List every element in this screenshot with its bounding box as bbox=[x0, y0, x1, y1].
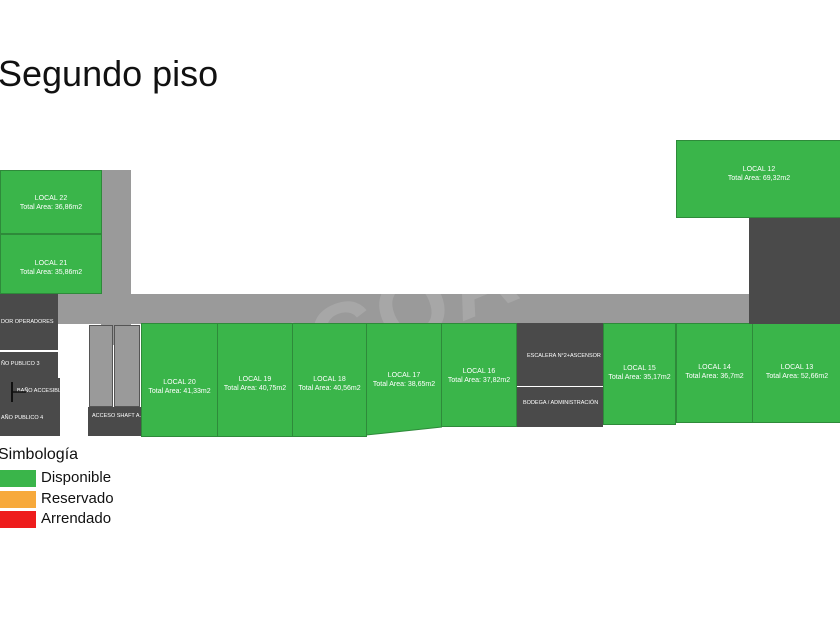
local-14[interactable]: LOCAL 14 Total Area: 36,7m2 bbox=[676, 323, 753, 423]
local-20-area: Total Area: 41,33m2 bbox=[148, 388, 211, 395]
room-right-core bbox=[749, 218, 840, 324]
room-accesible-2-label: BAÑO ACCESIBLE 2 bbox=[17, 388, 70, 394]
room-operadores: DOR OPERADORES bbox=[0, 294, 58, 350]
local-15-name: LOCAL 15 bbox=[623, 365, 656, 372]
legend-swatch-reservado bbox=[0, 491, 36, 508]
local-17-area: Total Area: 38,65m2 bbox=[372, 381, 436, 388]
local-20-name: LOCAL 20 bbox=[163, 379, 196, 386]
room-escalera-label: ESCALERA N°2+ASCENSOR bbox=[527, 353, 601, 359]
local-22[interactable]: LOCAL 22 Total Area: 36,86m2 bbox=[0, 170, 102, 234]
legend-label-disponible: Disponible bbox=[41, 469, 112, 486]
room-shaft-label: ACCESO SHAFT A.P. bbox=[92, 413, 146, 419]
local-12-name: LOCAL 12 bbox=[742, 166, 776, 173]
legend-swatch-arrendado bbox=[0, 511, 36, 528]
room-publico-4-label: AÑO PUBLICO 4 bbox=[1, 415, 44, 421]
local-12-area: Total Area: 69,32m2 bbox=[727, 175, 791, 182]
local-17[interactable] bbox=[366, 323, 442, 437]
stair-symbol-icon bbox=[11, 382, 26, 402]
local-18[interactable]: LOCAL 18 Total Area: 40,56m2 bbox=[292, 323, 367, 437]
local-15-area: Total Area: 35,17m2 bbox=[608, 374, 671, 381]
local-19-area: Total Area: 40,75m2 bbox=[223, 385, 287, 392]
room-accesible-2: BAÑO ACCESIBLE 2 bbox=[0, 378, 69, 404]
local-14-name: LOCAL 14 bbox=[698, 364, 731, 371]
local-18-area: Total Area: 40,56m2 bbox=[298, 385, 361, 392]
local-22-name: LOCAL 22 bbox=[34, 195, 68, 202]
local-21-name: LOCAL 21 bbox=[34, 260, 68, 267]
local-16-area: Total Area: 37,82m2 bbox=[447, 377, 511, 384]
local-18-name: LOCAL 18 bbox=[313, 376, 346, 383]
local-19-name: LOCAL 19 bbox=[238, 376, 272, 383]
legend-title: Simbología bbox=[0, 446, 79, 463]
shaft-col-a bbox=[89, 325, 113, 407]
local-16[interactable]: LOCAL 16 Total Area: 37,82m2 bbox=[441, 323, 517, 427]
local-16-name: LOCAL 16 bbox=[462, 368, 496, 375]
room-bodega: BODEGA / ADMINISTRACIÓN bbox=[517, 387, 603, 427]
local-15[interactable]: LOCAL 15 Total Area: 35,17m2 bbox=[603, 323, 676, 425]
local-21-area: Total Area: 35,86m2 bbox=[19, 269, 83, 276]
legend-swatch-disponible bbox=[0, 470, 36, 487]
room-escalera: ESCALERA N°2+ASCENSOR bbox=[517, 323, 603, 386]
page-title: Segundo piso bbox=[0, 53, 219, 94]
room-bodega-label: BODEGA / ADMINISTRACIÓN bbox=[523, 400, 599, 406]
room-shaft: ACCESO SHAFT A.P. bbox=[88, 407, 146, 436]
local-19[interactable]: LOCAL 19 Total Area: 40,75m2 bbox=[217, 323, 293, 437]
legend-label-reservado: Reservado bbox=[41, 490, 114, 507]
local-22-area: Total Area: 36,86m2 bbox=[19, 204, 83, 211]
room-publico-4: AÑO PUBLICO 4 bbox=[0, 404, 60, 436]
local-13[interactable]: LOCAL 13 Total Area: 52,66m2 bbox=[752, 323, 840, 423]
room-operadores-label: DOR OPERADORES bbox=[1, 319, 54, 325]
local-20[interactable]: LOCAL 20 Total Area: 41,33m2 bbox=[141, 323, 218, 437]
local-13-name: LOCAL 13 bbox=[780, 364, 814, 371]
local-17-name: LOCAL 17 bbox=[387, 372, 421, 379]
local-12[interactable]: LOCAL 12 Total Area: 69,32m2 bbox=[676, 140, 840, 218]
corridor-main bbox=[57, 294, 752, 324]
legend-label-arrendado: Arrendado bbox=[41, 510, 112, 527]
room-publico-3: ÑO PUBLICO 3 bbox=[0, 352, 58, 378]
room-publico-3-label: ÑO PUBLICO 3 bbox=[1, 361, 40, 367]
shaft-col-b bbox=[114, 325, 140, 407]
local-14-area: Total Area: 36,7m2 bbox=[685, 373, 744, 380]
local-13-area: Total Area: 52,66m2 bbox=[765, 373, 829, 380]
local-21[interactable]: LOCAL 21 Total Area: 35,86m2 bbox=[0, 234, 102, 294]
